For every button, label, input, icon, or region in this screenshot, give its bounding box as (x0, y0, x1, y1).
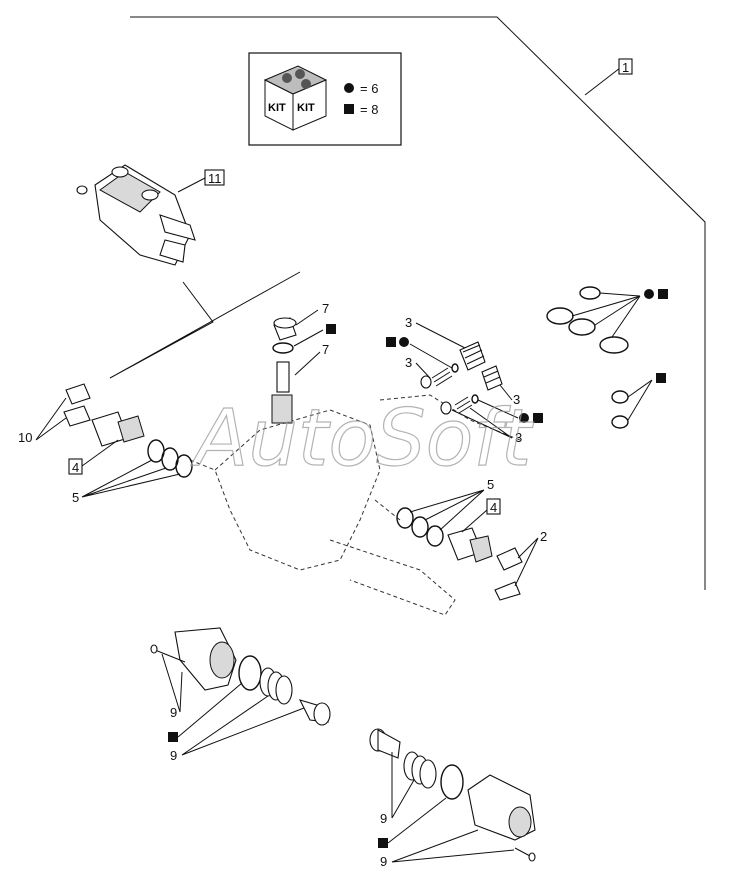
square-symbol-icon (656, 373, 666, 383)
callout-4-right: 4 (461, 498, 501, 533)
square-symbol-icon (326, 324, 336, 334)
svg-text:5: 5 (72, 490, 79, 505)
svg-text:9: 9 (380, 811, 387, 826)
orings-5-left-icon (147, 439, 193, 478)
svg-text:4: 4 (490, 500, 497, 515)
svg-text:9: 9 (380, 854, 387, 869)
callout-9-left: 9 9 (161, 653, 305, 763)
relief-valve-4-left-icon (91, 411, 145, 447)
square-symbol-icon (378, 838, 388, 848)
svg-text:5: 5 (487, 477, 494, 492)
svg-text:4: 4 (72, 460, 79, 475)
svg-text:7: 7 (322, 342, 329, 357)
svg-text:3: 3 (405, 355, 412, 370)
spring-9-left-icon (259, 667, 293, 705)
square-quantity: = 8 (360, 102, 378, 117)
svg-text:9: 9 (170, 748, 177, 763)
relief-valve-4-right-icon (447, 527, 493, 563)
circle-symbol-icon (644, 289, 654, 299)
small-springs-3-icon (420, 363, 479, 415)
circle-symbol-icon (519, 413, 529, 423)
callout-7-top: 7 (293, 301, 336, 347)
square-symbol-icon (386, 337, 396, 347)
assembly-frame (130, 16, 706, 590)
square-symbol-icon (658, 289, 668, 299)
callout-5-left: 5 (72, 459, 181, 505)
svg-text:3: 3 (515, 430, 522, 445)
orings-kit-icon (546, 286, 668, 354)
circle-symbol-icon (399, 337, 409, 347)
svg-text:3: 3 (405, 315, 412, 330)
svg-text:9: 9 (170, 705, 177, 720)
spool-cap-left-icon (174, 627, 237, 691)
clip-10-icon (63, 383, 91, 427)
spool-seat-left-icon (298, 699, 331, 726)
valve-assembly-icon (76, 164, 196, 266)
clip-2-icon (494, 547, 523, 601)
valve-7-icon (271, 361, 293, 424)
svg-text:3: 3 (513, 392, 520, 407)
bolt-right-icon (514, 847, 536, 862)
orings-square-icon (611, 373, 666, 429)
svg-text:KIT: KIT (297, 102, 315, 114)
square-symbol-icon (168, 732, 178, 742)
spring-9-right-icon (403, 751, 437, 789)
callout-10: 10 (18, 397, 67, 445)
bolt-left-icon (150, 644, 186, 663)
square-symbol-icon (344, 104, 354, 114)
circle-symbol-icon (344, 83, 354, 93)
exploded-view-pointer (109, 271, 301, 379)
circle-quantity: = 6 (360, 81, 378, 96)
callout-4-left: 4 (68, 439, 119, 475)
svg-text:KIT: KIT (268, 102, 286, 114)
svg-text:1: 1 (622, 60, 629, 75)
callout-5-right: 5 (409, 477, 494, 531)
plug-7-icon (273, 317, 297, 341)
spool-seat-right-icon (369, 728, 401, 759)
oring-9-right-icon (440, 764, 464, 800)
svg-text:11: 11 (208, 171, 222, 186)
svg-text:7: 7 (322, 301, 329, 316)
callout-1: 1 (618, 58, 633, 75)
callout-7-bottom: 7 (294, 342, 329, 376)
oring-9-left-icon (238, 655, 262, 691)
callout-11: 11 (177, 169, 225, 193)
oring-7-icon (272, 342, 294, 354)
square-symbol-icon (533, 413, 543, 423)
callout-3-group: 3 3 3 3 (386, 315, 543, 445)
spool-cap-right-icon (467, 774, 536, 841)
orings-5-right-icon (396, 507, 444, 547)
spring-3-icon (459, 341, 503, 391)
watermark: AutoSoft (190, 394, 534, 484)
callout-2: 2 (514, 529, 547, 587)
svg-text:10: 10 (18, 430, 32, 445)
kit-legend: KIT KIT = 6 = 8 (248, 52, 402, 146)
callout-9-right: 9 9 (378, 752, 515, 869)
svg-text:2: 2 (540, 529, 547, 544)
kit-box-icon: KIT KIT (263, 65, 328, 131)
